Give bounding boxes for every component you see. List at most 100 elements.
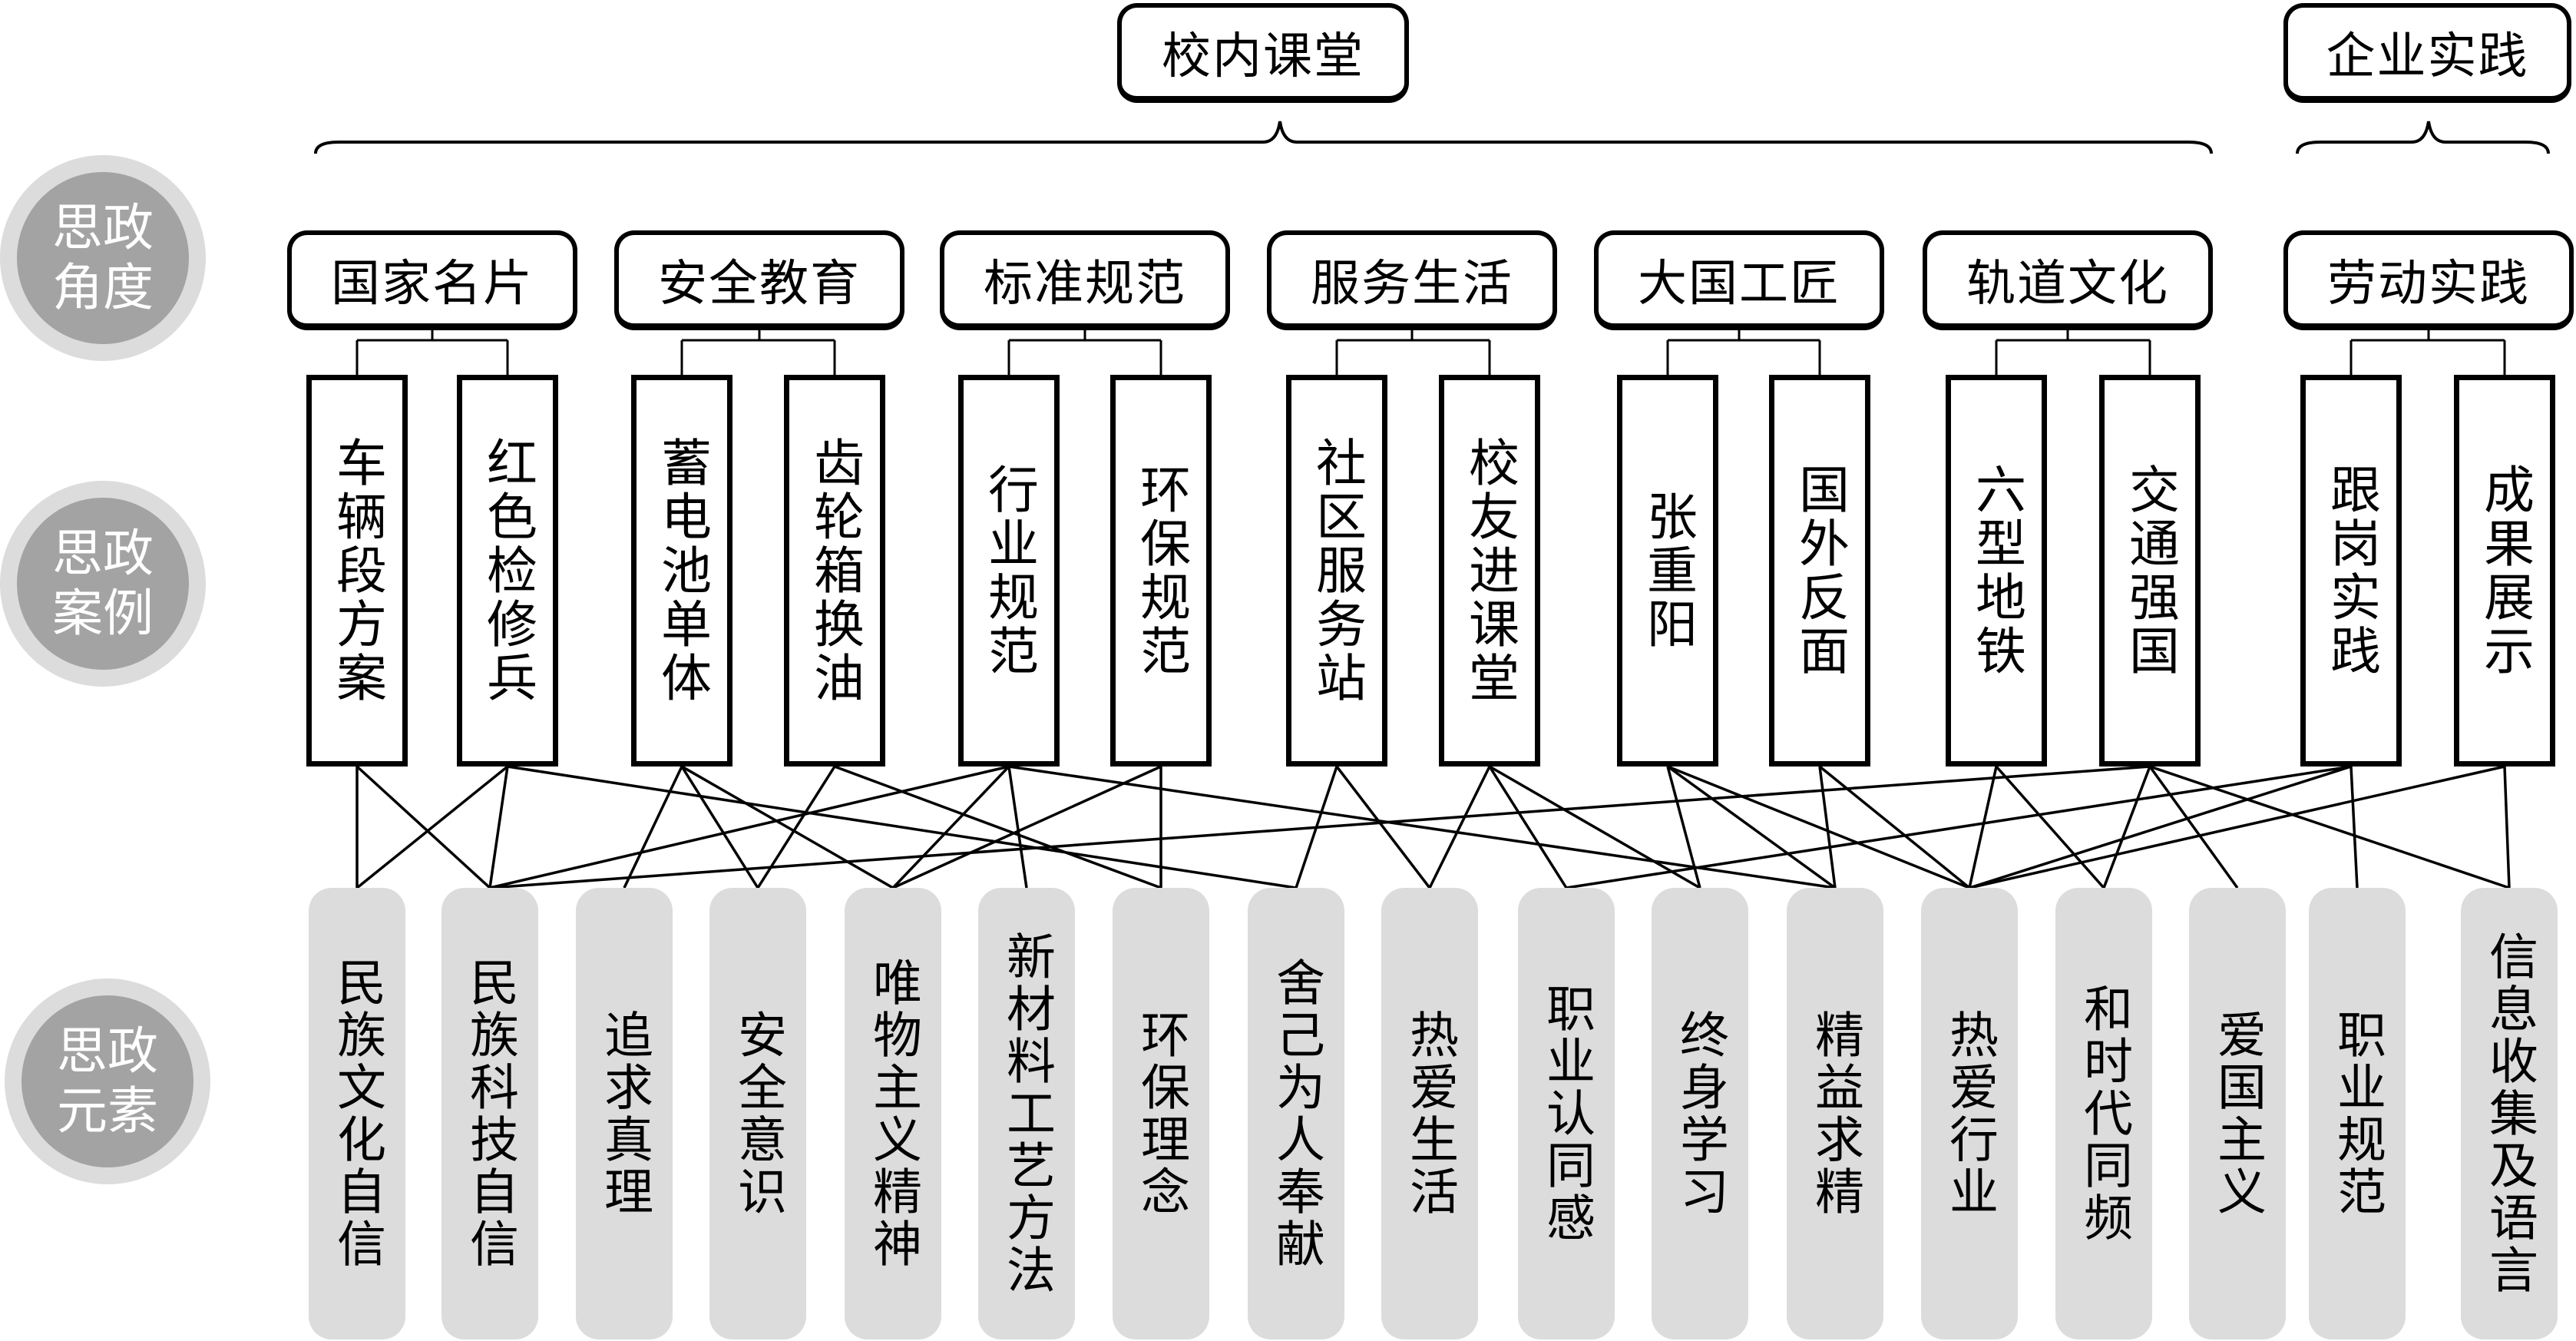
row-label-angle: 思政角度	[17, 172, 189, 344]
case-element-link	[489, 765, 1010, 889]
case-element-link	[623, 766, 683, 889]
element-pill: 热爱生活	[1381, 888, 1478, 1339]
element-label: 追求真理	[596, 1009, 653, 1218]
case-element-link	[1007, 766, 1028, 889]
case-element-link	[2102, 766, 2151, 889]
element-pill: 新材料工艺方法	[978, 888, 1075, 1339]
case-element-link	[892, 765, 1162, 889]
element-pill: 热爱行业	[1921, 888, 2018, 1339]
group-label: 企业实践	[2326, 28, 2529, 85]
angle-label: 服务生活	[1311, 255, 1513, 313]
case-label: 社区服务站	[1308, 436, 1367, 705]
case-box: 红色检修兵	[457, 375, 558, 767]
case-label: 蓄电池单体	[653, 436, 712, 705]
case-label: 六型地铁	[1967, 463, 2026, 678]
element-label: 民族文化自信	[329, 957, 385, 1270]
case-element-link	[1488, 766, 1568, 889]
row-label-element-text: 思政元素	[57, 1021, 158, 1141]
case-element-link	[489, 765, 2151, 889]
case-box: 车辆段方案	[306, 375, 408, 767]
case-box: 齿轮箱换油	[784, 375, 885, 767]
case-element-link	[488, 766, 509, 889]
brace-campus	[314, 121, 2213, 154]
angle-label: 轨道文化	[1966, 255, 2169, 313]
element-label: 精益求精	[1807, 1009, 1863, 1218]
element-label: 信息收集及语言	[2481, 931, 2538, 1296]
element-pill: 终身学习	[1652, 888, 1748, 1339]
case-element-link	[355, 765, 491, 889]
case-label: 跟岗实践	[2322, 463, 2381, 678]
element-pill: 民族文化自信	[309, 888, 405, 1339]
angle-box: 服务生活	[1267, 230, 1557, 330]
angle-label: 劳动实践	[2327, 255, 2530, 313]
case-box: 行业规范	[958, 375, 1060, 767]
row-label-case: 思政案例	[17, 498, 189, 670]
case-label: 红色检修兵	[478, 436, 537, 705]
element-label: 新材料工艺方法	[998, 931, 1055, 1296]
case-element-link	[680, 766, 759, 889]
element-pill: 安全意识	[709, 888, 806, 1339]
case-label: 行业规范	[980, 463, 1039, 678]
case-element-link	[681, 765, 894, 889]
case-element-link	[1818, 765, 1971, 889]
case-element-link	[1566, 765, 2352, 889]
case-box: 成果展示	[2454, 375, 2555, 767]
element-pill: 精益求精	[1787, 888, 1883, 1339]
element-label: 职业规范	[2329, 1009, 2386, 1218]
case-element-link	[834, 765, 1162, 889]
case-box: 蓄电池单体	[631, 375, 732, 767]
case-label: 张重阳	[1639, 490, 1698, 651]
group-box-campus: 校内课堂	[1117, 3, 1409, 103]
case-element-link	[2149, 765, 2510, 889]
case-label: 车辆段方案	[328, 436, 387, 705]
element-pill: 信息收集及语言	[2461, 888, 2558, 1339]
element-label: 舍己为人奉献	[1268, 957, 1324, 1270]
angle-box: 轨道文化	[1923, 230, 2213, 330]
element-label: 环保理念	[1133, 1009, 1189, 1218]
angle-box: 大国工匠	[1594, 230, 1884, 330]
case-box: 张重阳	[1617, 375, 1718, 767]
element-pill: 职业规范	[2309, 888, 2406, 1339]
case-label: 国外反面	[1791, 463, 1850, 678]
element-label: 爱国主义	[2209, 1009, 2266, 1218]
case-element-link	[1666, 765, 1837, 889]
row-label-angle-text: 思政角度	[52, 198, 154, 317]
case-box: 校友进课堂	[1439, 375, 1540, 767]
element-pill: 追求真理	[576, 888, 673, 1339]
case-label: 齿轮箱换油	[805, 436, 865, 705]
case-box: 环保规范	[1110, 375, 1212, 767]
element-pill: 舍己为人奉献	[1248, 888, 1344, 1339]
element-pill: 爱国主义	[2189, 888, 2286, 1339]
case-element-link	[2148, 765, 2239, 889]
case-label: 成果展示	[2475, 463, 2535, 678]
angle-label: 大国工匠	[1638, 255, 1840, 313]
angle-box: 标准规范	[940, 230, 1230, 330]
case-element-link	[891, 765, 1010, 889]
angle-label: 标准规范	[984, 255, 1186, 313]
case-element-link	[507, 765, 1297, 889]
row-label-case-text: 思政案例	[52, 524, 154, 643]
group-label: 校内课堂	[1162, 28, 1364, 85]
case-element-link	[355, 765, 509, 889]
case-box: 社区服务站	[1286, 375, 1387, 767]
element-label: 热爱行业	[1941, 1009, 1998, 1218]
angle-box: 劳动实践	[2283, 230, 2574, 330]
case-element-link	[1489, 765, 1701, 889]
case-box: 交通强国	[2099, 375, 2201, 767]
brace-enterprise	[2296, 121, 2550, 154]
angle-label: 国家名片	[331, 255, 534, 313]
case-element-link	[1968, 766, 1998, 889]
case-label: 交通强国	[2121, 463, 2180, 678]
angle-label: 安全教育	[658, 255, 861, 313]
case-element-link	[1969, 765, 2352, 889]
case-element-link	[1995, 765, 2105, 889]
case-box: 国外反面	[1769, 375, 1870, 767]
case-element-link	[2349, 766, 2359, 889]
angle-box: 国家名片	[287, 230, 577, 330]
case-element-link	[1428, 766, 1491, 889]
case-label: 校友进课堂	[1460, 436, 1519, 705]
case-element-link	[1969, 765, 2505, 889]
angle-box: 安全教育	[614, 230, 904, 330]
